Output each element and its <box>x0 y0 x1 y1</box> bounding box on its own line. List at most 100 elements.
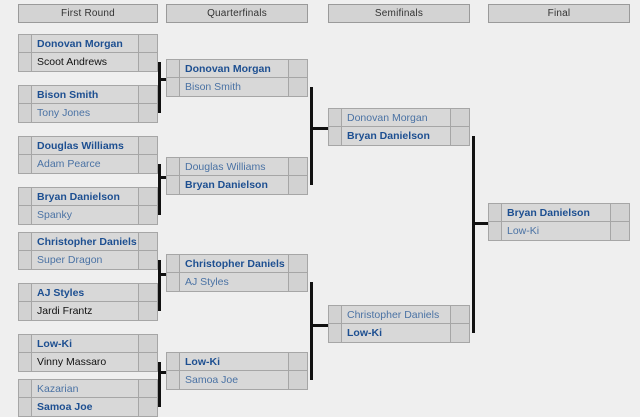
bracket-row[interactable]: Kazarian <box>18 379 158 398</box>
bracket-row[interactable]: Low-Ki <box>488 222 630 241</box>
competitor-name: Spanky <box>37 209 73 221</box>
competitor-name: Vinny Massaro <box>37 356 107 368</box>
seed-cell <box>18 155 32 174</box>
bracket-row[interactable]: Low-Ki <box>328 324 470 343</box>
bracket-connector-vertical <box>158 62 161 113</box>
name-cell: Low-Ki <box>32 334 138 353</box>
bracket-row[interactable]: Samoa Joe <box>18 398 158 417</box>
bracket-row[interactable]: Bryan Danielson <box>488 203 630 222</box>
bracket-row[interactable]: Christopher Daniels <box>166 254 308 273</box>
competitor-name: Bryan Danielson <box>185 179 268 191</box>
bracket-connector-vertical <box>158 362 161 407</box>
score-cell <box>138 251 158 270</box>
score-cell <box>450 108 470 127</box>
competitor-name: Douglas Williams <box>185 160 266 173</box>
competitor-name: AJ Styles <box>185 276 229 288</box>
name-cell: Douglas Williams <box>180 157 288 176</box>
bracket-row[interactable]: Bison Smith <box>166 78 308 97</box>
bracket-connector-stub <box>310 127 328 130</box>
bracket-row[interactable]: Christopher Daniels <box>18 232 158 251</box>
bracket-row[interactable]: Adam Pearce <box>18 155 158 174</box>
bracket-row[interactable]: Vinny Massaro <box>18 353 158 372</box>
bracket-connector-stub <box>158 176 166 179</box>
seed-cell <box>18 136 32 155</box>
score-cell <box>288 59 308 78</box>
bracket-row[interactable]: Donovan Morgan <box>328 108 470 127</box>
score-cell <box>288 78 308 97</box>
bracket-row[interactable]: Jardi Frantz <box>18 302 158 321</box>
bracket-row[interactable]: Spanky <box>18 206 158 225</box>
competitor-name: Bryan Danielson <box>37 190 120 203</box>
name-cell: Bison Smith <box>32 85 138 104</box>
name-cell: Bryan Danielson <box>502 203 610 222</box>
seed-cell <box>18 334 32 353</box>
score-cell <box>138 34 158 53</box>
seed-cell <box>18 85 32 104</box>
seed-cell <box>18 353 32 372</box>
seed-cell <box>18 283 32 302</box>
bracket-row[interactable]: Donovan Morgan <box>18 34 158 53</box>
seed-cell <box>18 379 32 398</box>
name-cell: Bryan Danielson <box>32 187 138 206</box>
competitor-name: Tony Jones <box>37 107 91 119</box>
name-cell: Scoot Andrews <box>32 53 138 72</box>
bracket-row[interactable]: Douglas Williams <box>166 157 308 176</box>
bracket-row[interactable]: AJ Styles <box>166 273 308 292</box>
competitor-name: Donovan Morgan <box>185 62 271 75</box>
bracket-row[interactable]: Christopher Daniels <box>328 305 470 324</box>
bracket-row[interactable]: Bryan Danielson <box>328 127 470 146</box>
competitor-name: Donovan Morgan <box>347 111 428 124</box>
seed-cell <box>18 398 32 417</box>
bracket-row[interactable]: Bryan Danielson <box>18 187 158 206</box>
bracket-row[interactable]: Bison Smith <box>18 85 158 104</box>
bracket-row[interactable]: Super Dragon <box>18 251 158 270</box>
seed-cell <box>166 371 180 390</box>
name-cell: Bryan Danielson <box>342 127 450 146</box>
bracket-row[interactable]: Douglas Williams <box>18 136 158 155</box>
seed-cell <box>328 127 342 146</box>
seed-cell <box>166 273 180 292</box>
name-cell: Christopher Daniels <box>342 305 450 324</box>
competitor-name: Scoot Andrews <box>37 56 108 68</box>
competitor-name: Jardi Frantz <box>37 305 93 317</box>
bracket-row[interactable]: Low-Ki <box>166 352 308 371</box>
bracket-row[interactable]: Tony Jones <box>18 104 158 123</box>
bracket-row[interactable]: AJ Styles <box>18 283 158 302</box>
name-cell: Low-Ki <box>180 352 288 371</box>
seed-cell <box>328 108 342 127</box>
seed-cell <box>166 176 180 195</box>
seed-cell <box>18 53 32 72</box>
competitor-name: Christopher Daniels <box>347 308 440 321</box>
score-cell <box>138 398 158 417</box>
bracket-connector-stub <box>158 273 166 276</box>
competitor-name: Christopher Daniels <box>185 257 285 270</box>
name-cell: Douglas Williams <box>32 136 138 155</box>
name-cell: Low-Ki <box>502 222 610 241</box>
seed-cell <box>488 222 502 241</box>
bracket-row[interactable]: Donovan Morgan <box>166 59 308 78</box>
bracket-row[interactable]: Low-Ki <box>18 334 158 353</box>
score-cell <box>138 104 158 123</box>
name-cell: AJ Styles <box>32 283 138 302</box>
name-cell: Kazarian <box>32 379 138 398</box>
bracket-row[interactable]: Scoot Andrews <box>18 53 158 72</box>
seed-cell <box>18 232 32 251</box>
score-cell <box>450 324 470 343</box>
seed-cell <box>18 104 32 123</box>
competitor-name: Samoa Joe <box>185 374 239 386</box>
competitor-name: Samoa Joe <box>37 401 93 413</box>
bracket-row[interactable]: Bryan Danielson <box>166 176 308 195</box>
bracket-connector-vertical <box>310 87 313 185</box>
seed-cell <box>18 34 32 53</box>
score-cell <box>138 85 158 104</box>
bracket-row[interactable]: Samoa Joe <box>166 371 308 390</box>
